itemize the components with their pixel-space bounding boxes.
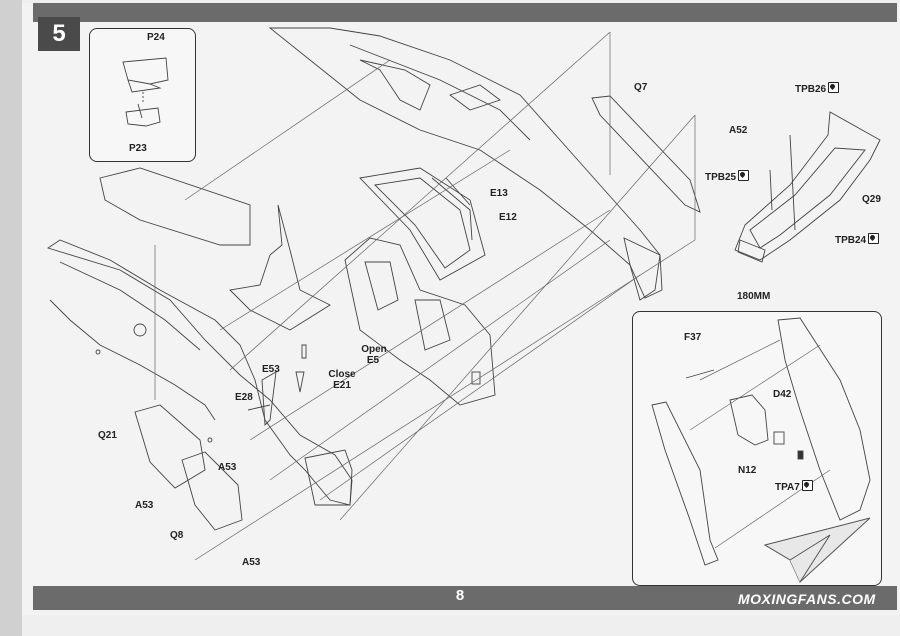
step-number: 5 bbox=[38, 17, 80, 51]
seat-frame bbox=[734, 111, 881, 261]
fuselage-left-half bbox=[46, 239, 353, 506]
label-d42: D42 bbox=[773, 389, 792, 400]
label-180mm: 180MM bbox=[737, 291, 771, 302]
window-q21 bbox=[134, 404, 206, 489]
rear-fitting bbox=[623, 237, 663, 299]
part-e53 bbox=[261, 371, 277, 427]
photo-etch-icon bbox=[868, 233, 880, 244]
part-n12 bbox=[729, 394, 769, 446]
tpb24-text: TPB24 bbox=[835, 235, 867, 246]
label-a52: A52 bbox=[729, 125, 748, 136]
canopy bbox=[359, 167, 486, 281]
watermark-text: MOXINGFANS.COM bbox=[738, 591, 876, 607]
label-close: Close bbox=[328, 369, 356, 380]
cockpit-tub bbox=[344, 237, 496, 406]
bottom-footer-bar bbox=[33, 586, 897, 610]
window-q8 bbox=[181, 451, 243, 531]
label-p24: P24 bbox=[147, 32, 165, 43]
label-tpb25: TPB25 bbox=[705, 170, 750, 183]
label-e13: E13 bbox=[490, 188, 508, 199]
tpb25-text: TPB25 bbox=[705, 172, 737, 183]
seat-side-panel bbox=[651, 401, 719, 566]
label-q21: Q21 bbox=[98, 430, 117, 441]
label-e12: E12 bbox=[499, 212, 517, 223]
label-q8: Q8 bbox=[170, 530, 184, 541]
inset-seat-detail bbox=[89, 28, 196, 162]
rotor-hub-assembly bbox=[229, 204, 331, 331]
label-e53: E53 bbox=[262, 364, 280, 375]
label-p23: P23 bbox=[129, 143, 147, 154]
label-q7: Q7 bbox=[634, 82, 648, 93]
label-f37: F37 bbox=[684, 332, 702, 343]
tail-fitting bbox=[304, 449, 353, 506]
tpb26-text: TPB26 bbox=[795, 84, 827, 95]
fuselage-right-half bbox=[268, 27, 661, 301]
part-e21 bbox=[295, 371, 305, 393]
page-number: 8 bbox=[455, 587, 465, 604]
paper-plane-logo-icon bbox=[763, 517, 871, 583]
label-e5: E5 bbox=[366, 355, 380, 366]
label-e28: E28 bbox=[235, 392, 253, 403]
label-a53-3: A53 bbox=[242, 557, 261, 568]
seat-back-panel bbox=[777, 317, 871, 521]
photo-etch-icon bbox=[738, 170, 750, 181]
stub-wing bbox=[99, 167, 251, 246]
top-header-bar bbox=[33, 3, 897, 22]
label-a53-1: A53 bbox=[218, 462, 237, 473]
photo-etch-icon bbox=[801, 480, 813, 491]
label-tpb26: TPB26 bbox=[795, 82, 840, 95]
part-e5 bbox=[301, 344, 307, 359]
label-open: Open bbox=[361, 344, 387, 355]
part-p23 bbox=[125, 107, 161, 127]
tpa7-text: TPA7 bbox=[775, 482, 800, 493]
label-tpa7: TPA7 bbox=[775, 480, 813, 493]
label-a53-2: A53 bbox=[135, 500, 154, 511]
label-tpb24: TPB24 bbox=[835, 233, 880, 246]
label-q29: Q29 bbox=[862, 194, 881, 205]
label-n12: N12 bbox=[738, 465, 757, 476]
part-p24 bbox=[122, 57, 169, 85]
label-e21: E21 bbox=[333, 380, 351, 391]
page-binding-edge bbox=[0, 0, 22, 636]
photo-etch-icon bbox=[828, 82, 840, 93]
part-e13 bbox=[431, 177, 473, 241]
